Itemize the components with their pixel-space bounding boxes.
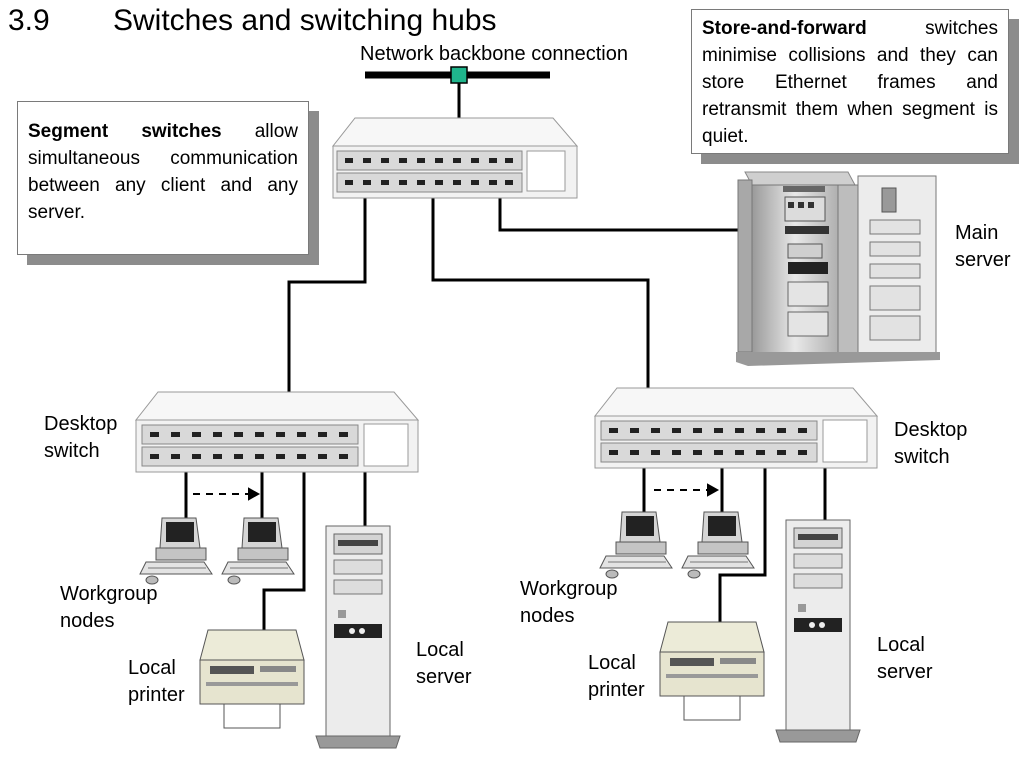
backbone-switch-icon — [331, 117, 579, 199]
callout-segment-text: allow simultaneous communication between… — [28, 121, 299, 223]
backbone-label: Network backbone connection — [360, 43, 628, 65]
workstation-icon — [139, 517, 213, 585]
tower-server-icon — [775, 519, 861, 743]
store-and-forward-callout: Store-and-forward switches minimise coll… — [691, 9, 1009, 154]
main-server-icon — [736, 171, 940, 366]
callout-segment-bold: Segment switches — [28, 121, 222, 142]
segment-switches-callout: Segment switches allow simultaneous comm… — [17, 101, 309, 255]
dashed-arrows — [193, 483, 720, 501]
backbone-connector-icon — [450, 66, 468, 84]
printer-icon — [199, 629, 305, 729]
callout-store-forward-bold: Store-and-forward — [702, 18, 867, 39]
printer-icon — [659, 621, 765, 721]
desktop-switch-icon — [134, 391, 420, 473]
workstation-icon — [681, 511, 755, 579]
slide-title: Switches and switching hubs — [113, 4, 497, 37]
workstation-icon — [599, 511, 673, 579]
callout-store-forward-text: switches minimise collisions and they ca… — [702, 18, 998, 147]
desktop-switch-icon — [593, 387, 879, 469]
tower-server-icon — [315, 525, 401, 749]
slide-number: 3.9 — [8, 4, 50, 37]
cables — [184, 71, 827, 632]
workstation-icon — [221, 517, 295, 585]
